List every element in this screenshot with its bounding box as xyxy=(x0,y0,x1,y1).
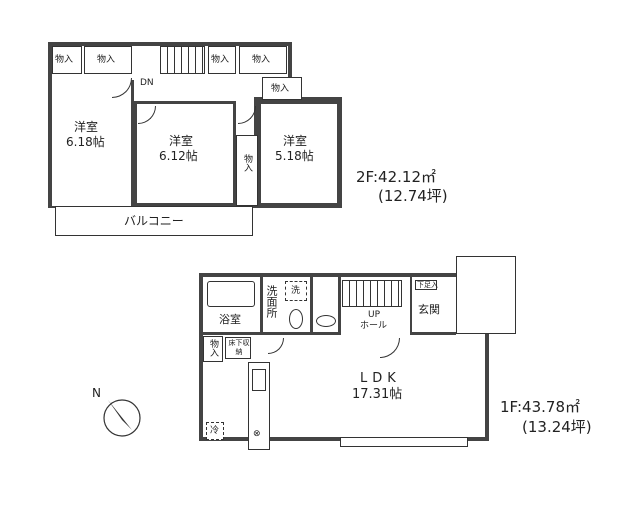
room-western-1: 洋室 6.18帖 xyxy=(52,80,134,206)
stairs xyxy=(160,46,205,74)
bathroom-label: 浴室 xyxy=(219,313,241,326)
washing-machine: 洗 xyxy=(285,281,307,301)
floor-2-area: 2F:42.12㎡ xyxy=(356,168,437,186)
room-name: 洋室 xyxy=(283,134,308,148)
sink xyxy=(289,309,303,329)
refrigerator-label: 冷 xyxy=(210,426,220,436)
toilet xyxy=(316,315,336,327)
room-size: 6.12帖 xyxy=(159,149,198,163)
shoe-storage: 下足入 xyxy=(415,280,438,290)
stairs-down-label: DN xyxy=(140,78,154,88)
room-western-2: 洋室 6.12帖 xyxy=(134,101,236,206)
hall-label: ホール xyxy=(360,321,388,331)
room-name: 洋室 xyxy=(74,120,99,134)
underfloor-storage-label: 床下収納 xyxy=(228,339,250,356)
bathroom: 浴室 xyxy=(203,277,263,335)
floor-2-area-tsubo: (12.74坪) xyxy=(378,187,448,205)
compass-arrow-icon xyxy=(103,399,141,437)
closet-label: 物入 xyxy=(252,55,271,65)
compass-north-label: N xyxy=(92,386,101,400)
toilet-room xyxy=(313,277,341,335)
kitchen-sink xyxy=(252,369,266,391)
refrigerator: 冷 xyxy=(206,422,224,440)
closet: 物入 xyxy=(52,46,82,74)
compass: N xyxy=(92,386,144,438)
room-name: 洋室 xyxy=(169,134,194,148)
closet: 物入 xyxy=(239,46,287,74)
room-size: 5.18帖 xyxy=(275,149,314,163)
closet-label: 物入 xyxy=(211,55,230,65)
underfloor-storage: 床下収納 xyxy=(225,337,251,359)
closet: 物入 xyxy=(84,46,132,74)
closet-label: 物入 xyxy=(55,55,74,65)
closet: 物入 xyxy=(203,336,223,362)
ldk: LDK 17.31帖 xyxy=(272,336,484,436)
balcony-label: バルコニー xyxy=(124,214,184,228)
stairs xyxy=(342,280,402,307)
floor-1-area: 1F:43.78㎡ xyxy=(500,398,581,416)
deck xyxy=(340,437,468,447)
washroom: 洗面所 洗 xyxy=(263,277,313,335)
balcony: バルコニー xyxy=(55,206,253,236)
closet-label: 物入 xyxy=(271,84,290,94)
washroom-label: 洗面所 xyxy=(265,285,278,318)
entrance: 下足入 玄関 xyxy=(410,277,456,335)
closet-label: 物入 xyxy=(97,55,116,65)
ldk-size: 17.31帖 xyxy=(352,387,403,402)
floor-1-area-tsubo: (13.24坪) xyxy=(522,418,592,436)
washer-label: 洗 xyxy=(291,286,301,296)
kitchen-counter: ⊗ xyxy=(248,362,270,450)
stairs-up-label: UP xyxy=(368,310,381,320)
porch xyxy=(456,256,516,334)
entrance-label: 玄関 xyxy=(418,303,440,316)
closet-label: 物入 xyxy=(242,154,252,172)
room-western-3: 洋室 5.18帖 xyxy=(258,101,340,206)
closet-label: 物入 xyxy=(208,339,218,357)
closet-vertical: 物入 xyxy=(236,135,258,206)
stove-icon: ⊗ xyxy=(253,429,261,439)
bathtub xyxy=(207,281,255,307)
room-size: 6.18帖 xyxy=(66,135,105,149)
closet: 物入 xyxy=(208,46,236,74)
shoe-storage-label: 下足入 xyxy=(417,281,438,289)
closet: 物入 xyxy=(262,77,302,100)
ldk-label: LDK xyxy=(360,371,401,386)
